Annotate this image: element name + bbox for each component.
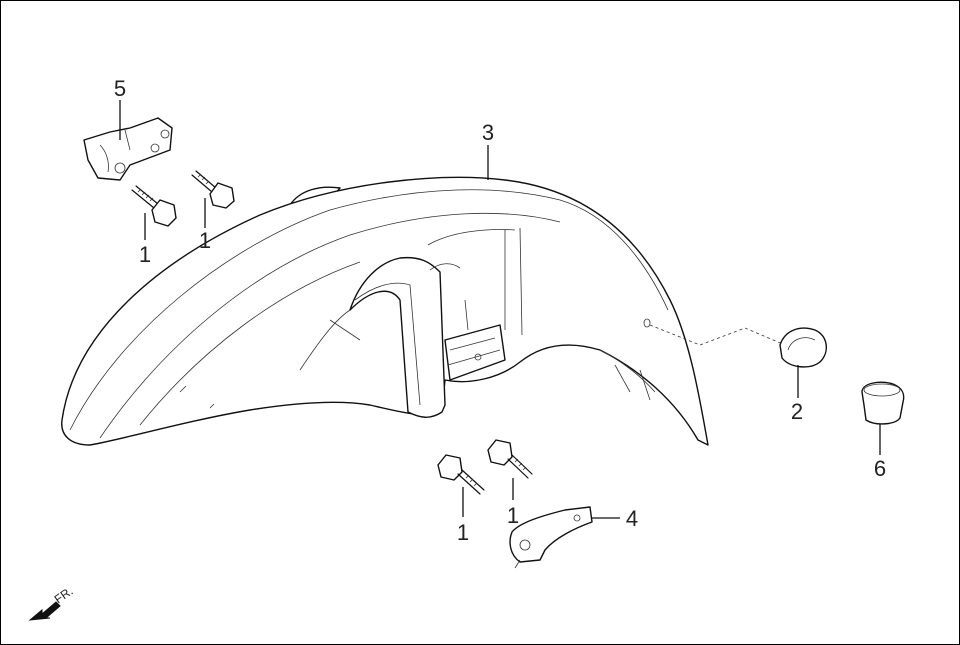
callout-1-upper-right: 1 xyxy=(199,228,211,253)
clip-part-2 xyxy=(649,324,827,368)
callout-4: 4 xyxy=(626,506,638,531)
bracket-part-5 xyxy=(83,117,173,181)
callout-1-lower-left: 1 xyxy=(457,520,469,545)
callout-5: 5 xyxy=(114,76,126,101)
callout-3: 3 xyxy=(482,120,494,145)
front-fender xyxy=(61,176,709,446)
callout-1-upper-left: 1 xyxy=(139,242,151,267)
callout-6: 6 xyxy=(874,456,886,481)
cap-part-6 xyxy=(861,381,905,425)
callout-2: 2 xyxy=(791,399,803,424)
bolt-lower-left xyxy=(437,454,485,495)
bolt-upper-left xyxy=(131,185,177,227)
leader-lines xyxy=(119,100,881,519)
callout-1-lower-right: 1 xyxy=(507,503,519,528)
bolt-upper-right xyxy=(191,170,235,209)
bracket-part-4 xyxy=(509,506,593,569)
front-arrow-icon xyxy=(28,601,61,621)
bolt-lower-right xyxy=(487,439,533,479)
front-direction-indicator: FR. xyxy=(28,584,76,621)
